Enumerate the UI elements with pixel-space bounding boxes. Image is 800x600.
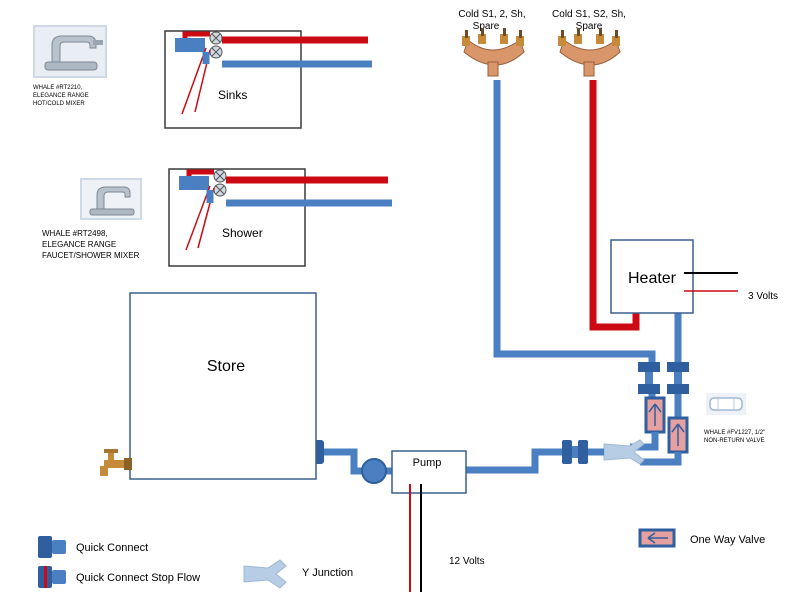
sinks-box xyxy=(164,30,302,129)
manifold-hot-label-1: Cold S1, S2, Sh, xyxy=(552,9,626,20)
manifold-hot: Cold S1, S2, Sh, Spare xyxy=(552,9,626,77)
legend-quick-connect-stop-icon xyxy=(38,566,66,588)
sinks-fixture: WHALE #RT2210, ELEGANCE RANGE HOT/COLD M… xyxy=(33,25,372,129)
manifold-cold: Cold S1, 2, Sh, Spare xyxy=(458,9,526,77)
mixer-tap-photo-icon xyxy=(33,25,107,78)
sinks-product-line-1: WHALE #RT2210, xyxy=(33,85,83,91)
legend-one-way-valve-label: One Way Valve xyxy=(690,534,765,546)
legend-one-way-valve-icon xyxy=(638,528,676,548)
heater-non-return-valve-2 xyxy=(667,416,689,454)
legend-y-junction-icon xyxy=(243,559,287,589)
legend-quick-connect-icon xyxy=(38,536,66,558)
hot-feed-pipe xyxy=(589,80,640,331)
y-junction-main xyxy=(603,439,645,465)
manifold-cold-icon xyxy=(462,28,525,77)
manifold-hot-icon xyxy=(558,28,621,77)
pump-box xyxy=(391,450,467,494)
shower-product-line-3: FAUCET/SHOWER MIXER xyxy=(42,251,140,260)
manifold-cold-label-2: Spare xyxy=(473,21,500,32)
manifold-hot-label-2: Spare xyxy=(576,21,603,32)
manifold-cold-label-1: Cold S1, 2, Sh, xyxy=(458,9,525,20)
valve-note-line-1: WHALE #FV1227, 1/2" xyxy=(704,430,765,436)
shower-product-line-2: ELEGANCE RANGE xyxy=(42,240,116,249)
shower-mixer-photo-icon xyxy=(80,178,142,220)
main-line-quick-connect xyxy=(562,440,588,464)
legend-y-junction-label: Y Junction xyxy=(302,567,353,579)
shower-product-line-1: WHALE #RT2498, xyxy=(42,229,108,238)
sinks-mixer-valve xyxy=(175,31,223,115)
heater-box xyxy=(610,239,694,314)
legend-quick-connect-stop-label: Quick Connect Stop Flow xyxy=(76,572,200,584)
shower-label: Shower xyxy=(222,226,263,240)
sinks-product-line-3: HOT/COLD MIXER xyxy=(33,101,85,107)
heater-label: Heater xyxy=(628,270,677,287)
shower-fixture: WHALE #RT2498, ELEGANCE RANGE FAUCET/SHO… xyxy=(42,168,392,267)
pump-filter xyxy=(361,458,387,484)
non-return-valve-photo-icon xyxy=(706,393,746,415)
valve-note-line-2: NON-RETURN VALVE xyxy=(704,438,764,444)
heater-non-return-valve-1 xyxy=(644,396,666,434)
pump-label: Pump xyxy=(413,457,442,469)
legend-quick-connect-label: Quick Connect xyxy=(76,542,148,554)
pump-supply-label: 12 Volts xyxy=(449,556,485,567)
shower-box xyxy=(168,168,306,267)
legend: Quick Connect Quick Connect Stop Flow Y … xyxy=(38,528,765,589)
heater-supply-label: 3 Volts xyxy=(748,291,778,302)
drain-tap-icon xyxy=(100,449,132,476)
shower-mixer-valve xyxy=(179,169,227,251)
sinks-product-line-2: ELEGANCE RANGE xyxy=(33,93,89,99)
store-tank xyxy=(129,292,317,480)
store-label: Store xyxy=(207,358,245,375)
sinks-label: Sinks xyxy=(218,88,247,102)
